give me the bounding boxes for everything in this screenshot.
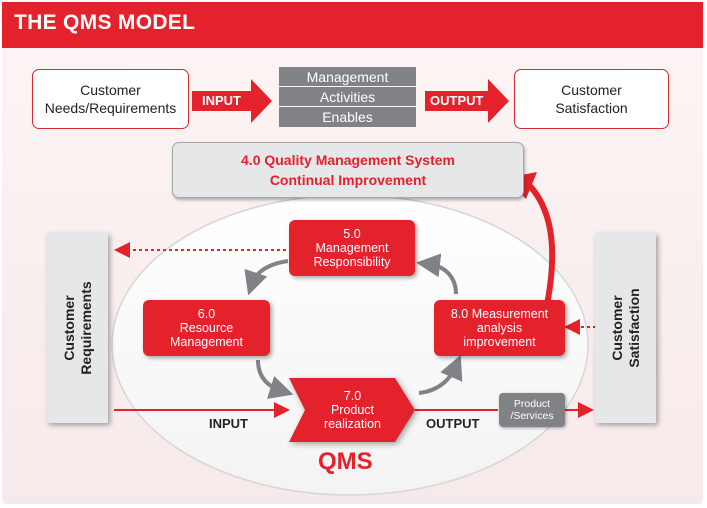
continual-improvement-arrow bbox=[527, 183, 556, 311]
customer-satisfaction-box: Customer Satisfaction bbox=[514, 69, 669, 129]
top-output-arrow bbox=[425, 79, 509, 123]
customer-needs-line2: Needs/Requirements bbox=[44, 100, 177, 116]
customer-requirements-vertical-label: Customer Requirements bbox=[61, 281, 95, 374]
header-bar: THE QMS MODEL bbox=[2, 2, 703, 48]
customer-satisfaction-side-box bbox=[595, 233, 656, 423]
management-row: Management bbox=[279, 67, 416, 86]
measurement-line3: improvement bbox=[463, 335, 536, 349]
customer-requirements-line2: Requirements bbox=[78, 281, 94, 375]
customer-satisfaction-line1: Customer bbox=[561, 82, 622, 98]
activities-row: Activities bbox=[279, 87, 416, 106]
resource-management-line1: Resource bbox=[179, 321, 234, 335]
quality-management-system-box: 4.0 Quality Management System Continual … bbox=[172, 142, 524, 198]
product-realization-label-group: 7.0 Product realization bbox=[300, 382, 405, 438]
top-input-arrow bbox=[192, 79, 272, 123]
bottom-input-label: INPUT bbox=[209, 416, 248, 431]
management-responsibility-number: 5.0 bbox=[343, 227, 361, 241]
resource-management-number: 6.0 bbox=[197, 307, 216, 321]
product-realization-number: 7.0 bbox=[343, 389, 362, 403]
page-title: THE QMS MODEL bbox=[14, 11, 196, 34]
customer-needs-box: Customer Needs/Requirements bbox=[32, 69, 189, 129]
customer-satisfaction-side-line2: Satisfaction bbox=[626, 288, 642, 368]
customer-needs-line1: Customer bbox=[80, 82, 141, 98]
customer-satisfaction-line2: Satisfaction bbox=[555, 100, 628, 116]
resource-management-box: 6.0 Resource Management bbox=[143, 300, 270, 356]
enables-row-label: Enables bbox=[322, 109, 373, 125]
activities-row-label: Activities bbox=[319, 88, 376, 105]
product-realization-line2: realization bbox=[324, 417, 381, 431]
enables-row: Enables bbox=[279, 107, 416, 127]
management-responsibility-box: 5.0 Management Responsibility bbox=[289, 220, 415, 276]
cycle-arrow-5-to-6 bbox=[244, 259, 289, 296]
product-realization-line1: Product bbox=[330, 403, 375, 417]
customer-satisfaction-side-line1: Customer bbox=[609, 295, 625, 361]
top-output-label: OUTPUT bbox=[430, 93, 484, 108]
qms-label: QMS bbox=[318, 448, 373, 475]
product-realization-shape bbox=[289, 378, 415, 442]
product-services-line2: /Services bbox=[510, 410, 554, 422]
cycle-arrow-7-to-8 bbox=[418, 354, 463, 395]
cycle-arrow-6-to-7 bbox=[256, 359, 294, 399]
product-services-line1: Product bbox=[513, 398, 551, 410]
management-responsibility-line2: Responsibility bbox=[313, 255, 391, 269]
customer-requirements-side-box bbox=[47, 233, 108, 423]
qms-box-line1: 4.0 Quality Management System bbox=[241, 152, 455, 168]
resource-management-line2: Management bbox=[170, 335, 243, 349]
measurement-line1: 8.0 Measurement bbox=[450, 307, 549, 321]
management-responsibility-line1: Management bbox=[315, 241, 389, 255]
customer-requirements-line1: Customer bbox=[61, 295, 77, 361]
cycle-arrow-8-to-5 bbox=[416, 253, 458, 295]
measurement-line2: analysis bbox=[476, 321, 523, 335]
customer-satisfaction-vertical-label: Customer Satisfaction bbox=[609, 288, 643, 367]
bottom-output-label: OUTPUT bbox=[426, 416, 480, 431]
top-input-label: INPUT bbox=[202, 93, 241, 108]
product-services-box: Product /Services bbox=[499, 393, 565, 427]
qms-box-line2: Continual Improvement bbox=[269, 172, 427, 188]
management-row-label: Management bbox=[306, 68, 389, 85]
measurement-analysis-box: 8.0 Measurement analysis improvement bbox=[434, 300, 565, 356]
